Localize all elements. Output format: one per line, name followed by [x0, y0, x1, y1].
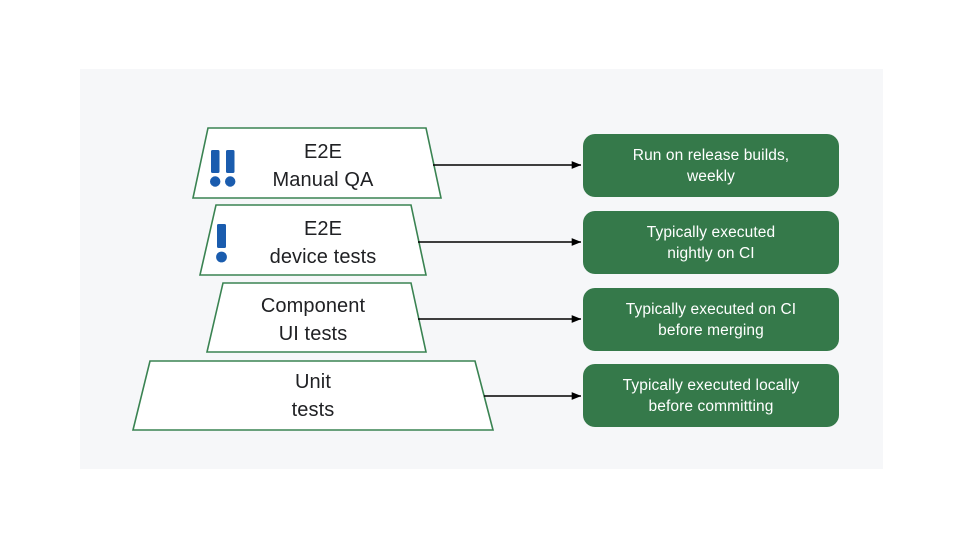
callout-box-component-ui-tests[interactable]: Typically executed on CI before merging — [583, 288, 839, 351]
callout-text-e2e-manual-qa: Run on release builds, weekly — [632, 146, 790, 185]
callout-box-e2e-manual-qa[interactable]: Run on release builds, weekly — [583, 134, 839, 197]
callout-text-e2e-device-tests: Typically executed nightly on CI — [646, 223, 776, 262]
callout-text-component-ui-tests: Typically executed on CI before merging — [625, 300, 797, 339]
callout-text-unit-tests: Typically executed locally before commit… — [622, 376, 800, 415]
callout-box-unit-tests[interactable]: Typically executed locally before commit… — [583, 364, 839, 427]
callout-box-e2e-device-tests[interactable]: Typically executed nightly on CI — [583, 211, 839, 274]
